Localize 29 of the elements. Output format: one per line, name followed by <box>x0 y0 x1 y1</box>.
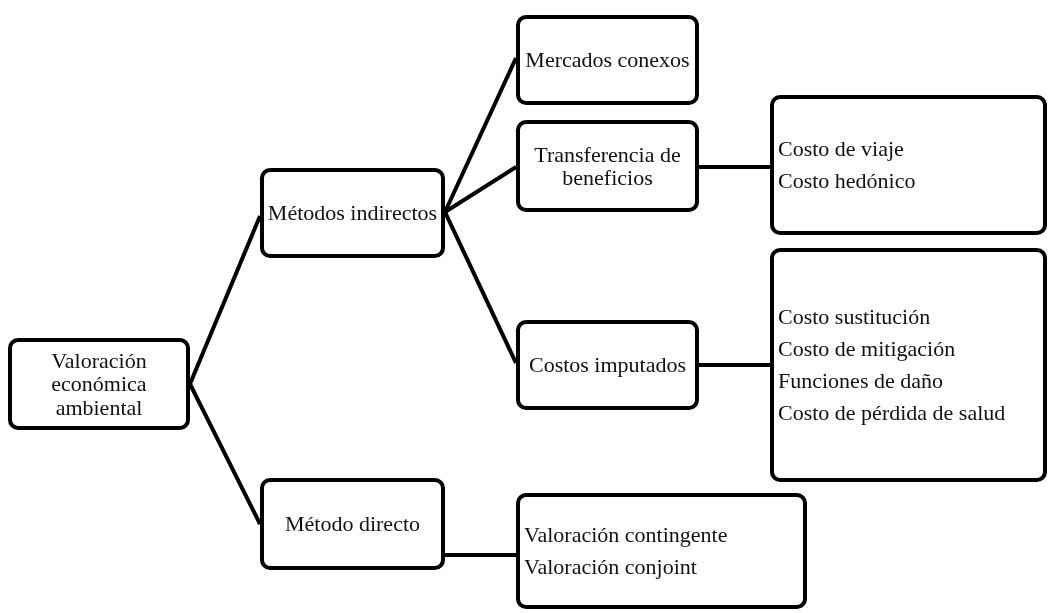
node-text: Costos imputados <box>528 353 687 377</box>
connector-line <box>188 215 262 385</box>
node-text: Métodos indirectos <box>267 201 438 225</box>
node-text: Mercados conexos <box>525 48 690 72</box>
node-text: Costo de pérdida de salud <box>778 401 1006 426</box>
category-box <box>516 15 699 105</box>
list-box <box>516 493 807 609</box>
node-text: Funciones de daño <box>778 369 943 394</box>
node-text: Valoración contingente <box>524 522 728 547</box>
category-box <box>8 338 190 430</box>
node-text: Método directo <box>285 512 420 536</box>
category-box <box>260 478 445 570</box>
connector-line <box>699 165 770 169</box>
node-text: Transferencia de beneficios <box>533 142 682 190</box>
node-text: Costo de viaje <box>778 136 904 161</box>
list-box <box>770 95 1047 235</box>
connector-line <box>699 363 770 367</box>
category-box <box>516 120 699 212</box>
node-text: Valoración económica ambiental <box>50 349 148 419</box>
category-box <box>516 320 699 410</box>
node-text: Costo de mitigación <box>778 336 956 361</box>
category-box <box>260 168 445 258</box>
connector-line <box>443 211 518 364</box>
list-box <box>770 248 1047 482</box>
node-text: Costo sustitución <box>778 304 931 329</box>
node-text: Valoración conjoint <box>524 555 697 580</box>
connector-line <box>188 383 262 525</box>
connector-line <box>445 553 516 557</box>
node-text: Costo hedónico <box>778 169 916 194</box>
